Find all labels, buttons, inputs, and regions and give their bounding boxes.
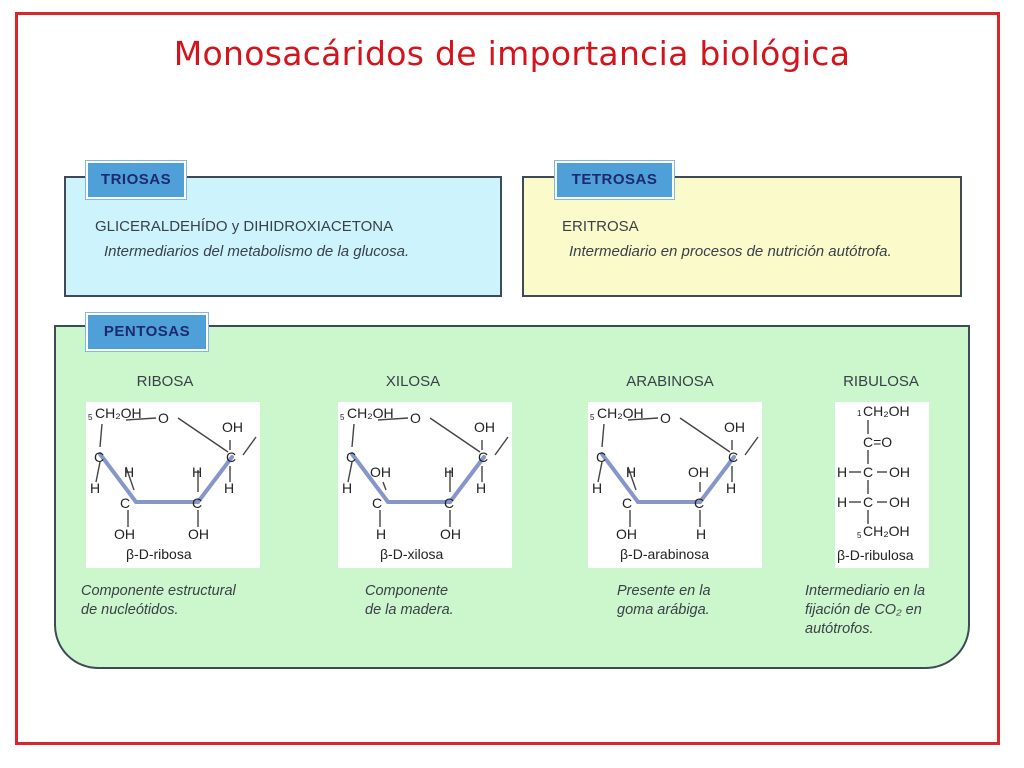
triosas-tab: TRIOSAS xyxy=(86,161,186,199)
ribulosa-oh3: OH xyxy=(889,464,910,480)
arabinosa-h4: H xyxy=(592,480,602,496)
ribosa-oh2: OH xyxy=(188,526,209,542)
ribulosa-ch2oh-bottom: CH₂OH xyxy=(863,523,910,539)
ribosa-h2: H xyxy=(192,464,202,480)
xilosa-c1: C xyxy=(478,449,488,465)
ribulosa-ch2oh-top: CH₂OH xyxy=(863,403,910,419)
ribosa-oh3: OH xyxy=(114,526,135,542)
ribosa-structure-svg: 5 CH₂OH O OH C C H H H H C C OH OH β-D-r… xyxy=(88,405,257,562)
ribosa-ch2oh: CH₂OH xyxy=(95,405,142,421)
ribulosa-n1: 1 xyxy=(857,409,862,418)
ribosa-h4: H xyxy=(90,480,100,496)
xilosa-description: Componente de la madera. xyxy=(365,583,454,618)
arabinosa-ring-o: O xyxy=(660,410,671,426)
arabinosa-h3: H xyxy=(626,464,636,480)
xilosa-ring-o: O xyxy=(410,410,421,426)
arabinosa-h2: H xyxy=(696,526,706,542)
ribosa-c1: C xyxy=(226,449,236,465)
ribulosa-structure-svg: 1 CH₂OH C=O H C OH H C OH 5 CH₂OH β-D-ri… xyxy=(837,403,914,563)
ribosa-h3: H xyxy=(124,464,134,480)
arabinosa-n5: 5 xyxy=(590,413,595,422)
xilosa-oh2: OH xyxy=(440,526,461,542)
ribulosa-formula-label: β-D-ribulosa xyxy=(837,547,914,563)
ribosa-description: Componente estructural de nucleótidos. xyxy=(81,583,236,618)
ribosa-c2: C xyxy=(192,495,202,511)
slide-title: Monosacáridos de importancia biológica xyxy=(173,34,851,73)
arabinosa-c2: C xyxy=(694,495,704,511)
ribulosa-h3: H xyxy=(837,464,847,480)
pentosas-panel xyxy=(54,325,970,669)
ribosa-h1: H xyxy=(224,480,234,496)
arabinosa-oh3: OH xyxy=(616,526,637,542)
ribulosa-n5: 5 xyxy=(857,531,862,540)
triosas-description: Intermediarios del metabolismo de la glu… xyxy=(104,243,410,260)
arabinosa-oh2: OH xyxy=(688,464,709,480)
pentose-name-ribosa: RIBOSA xyxy=(136,373,194,390)
triosas-panel xyxy=(64,176,502,297)
arabinosa-description: Presente en la goma arábiga. xyxy=(617,583,711,618)
pentose-name-xilosa: XILOSA xyxy=(385,373,441,390)
ribosa-oh-c1: OH xyxy=(222,419,243,435)
pentose-name-ribulosa: RIBULOSA xyxy=(843,373,919,390)
ribosa-formula-label: β-D-ribosa xyxy=(126,546,192,562)
tetrosas-tab: TETROSAS xyxy=(555,161,674,199)
arabinosa-c3: C xyxy=(622,495,632,511)
pentose-name-arabinosa: ARABINOSA xyxy=(626,373,714,390)
triosas-compounds: GLICERALDEHÍDO y DIHIDROXIACETONA xyxy=(95,218,394,235)
ribosa-n5: 5 xyxy=(88,413,93,422)
xilosa-h3: H xyxy=(376,526,386,542)
ribulosa-oh4: OH xyxy=(889,494,910,510)
tetrosas-compound: ERITROSA xyxy=(562,218,639,235)
ribosa-ring-o: O xyxy=(158,410,169,426)
arabinosa-oh-c1: OH xyxy=(724,419,745,435)
arabinosa-h1: H xyxy=(726,480,736,496)
ribosa-structure: 5 CH₂OH O OH C C H H H H C C OH OH β-D-r… xyxy=(86,402,260,568)
xilosa-formula-label: β-D-xilosa xyxy=(380,546,443,562)
xilosa-h2: H xyxy=(444,464,454,480)
pentosas-tab: PENTOSAS xyxy=(86,313,208,351)
xilosa-n5: 5 xyxy=(340,413,345,422)
xilosa-c4: C xyxy=(346,449,356,465)
ribulosa-c4: C xyxy=(863,494,873,510)
arabinosa-structure-svg: 5 CH₂OH O OH C C H H OH H C C OH H β-D-a… xyxy=(590,405,759,562)
arabinosa-ch2oh: CH₂OH xyxy=(597,405,644,421)
xilosa-structure: 5 CH₂OH O OH C C H OH H H C C H OH β-D-x… xyxy=(338,402,512,568)
arabinosa-c4: C xyxy=(596,449,606,465)
xilosa-ch2oh: CH₂OH xyxy=(347,405,394,421)
xilosa-c2: C xyxy=(444,495,454,511)
ribulosa-description: Intermediario en la fijación de CO₂ en a… xyxy=(805,583,926,637)
xilosa-oh-c1: OH xyxy=(474,419,495,435)
ribulosa-h4: H xyxy=(837,494,847,510)
tetrosas-description: Intermediario en procesos de nutrición a… xyxy=(569,243,892,260)
ribulosa-c2-carbonyl: C=O xyxy=(863,434,892,450)
arabinosa-c1: C xyxy=(728,449,738,465)
ribosa-c4: C xyxy=(94,449,104,465)
xilosa-oh3: OH xyxy=(370,464,391,480)
ribulosa-structure: 1 CH₂OH C=O H C OH H C OH 5 CH₂OH β-D-ri… xyxy=(835,402,929,568)
arabinosa-structure: 5 CH₂OH O OH C C H H OH H C C OH H β-D-a… xyxy=(588,402,762,568)
xilosa-structure-svg: 5 CH₂OH O OH C C H OH H H C C H OH β-D-x… xyxy=(340,405,509,562)
ribosa-c3: C xyxy=(120,495,130,511)
xilosa-c3: C xyxy=(372,495,382,511)
arabinosa-formula-label: β-D-arabinosa xyxy=(620,546,709,562)
xilosa-h1: H xyxy=(476,480,486,496)
ribulosa-c3: C xyxy=(863,464,873,480)
xilosa-h4: H xyxy=(342,480,352,496)
slide-frame xyxy=(15,12,1000,745)
